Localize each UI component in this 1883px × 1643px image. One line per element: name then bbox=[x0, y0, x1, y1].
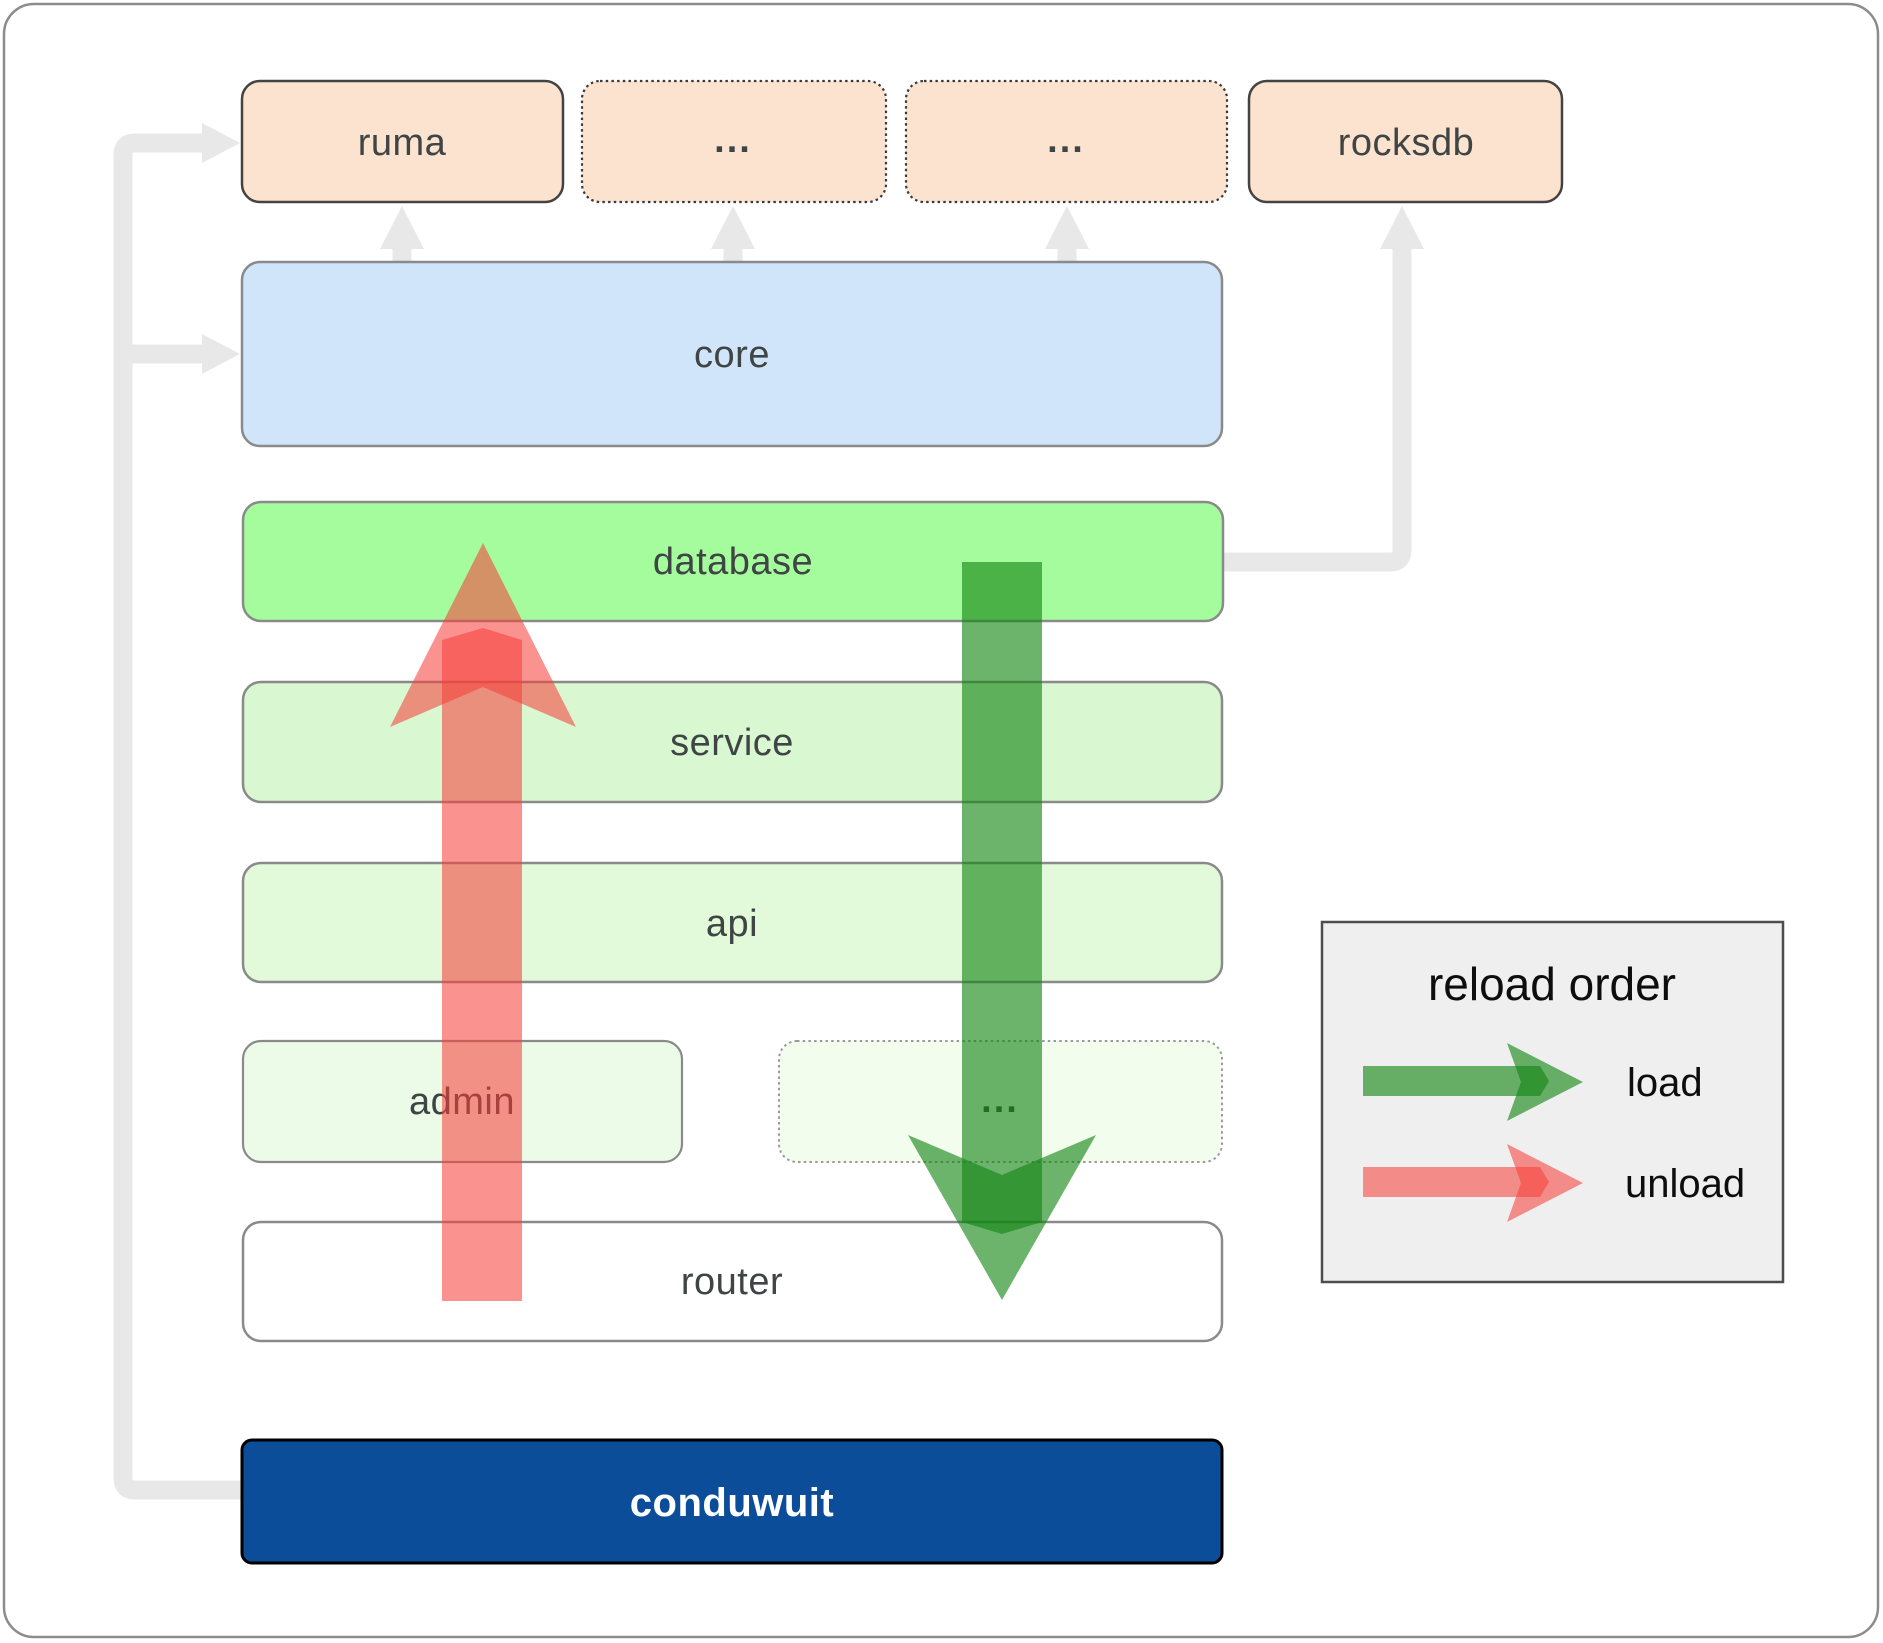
node-rocksdb bbox=[1247, 79, 1564, 204]
database-to-rocksdb-line bbox=[1223, 248, 1412, 572]
dependency-row: ruma ... ... rocksdb bbox=[240, 79, 1564, 204]
layer-stack: core database service api admin ... rout… bbox=[240, 260, 1225, 1565]
node-api-label: api bbox=[706, 903, 758, 945]
arrow-core-ruma-icon bbox=[380, 206, 424, 249]
legend-load-arrow-icon bbox=[1507, 1043, 1583, 1121]
legend-load-arrow-shaft bbox=[1363, 1066, 1549, 1096]
node-core bbox=[240, 260, 1224, 448]
node-core-label: core bbox=[694, 334, 770, 376]
node-router-label: router bbox=[681, 1261, 783, 1303]
load-arrow bbox=[908, 562, 1096, 1300]
unload-arrow bbox=[390, 543, 576, 1301]
arrow-core-dep-b-icon bbox=[1045, 206, 1089, 249]
legend-title: reload order bbox=[1428, 958, 1676, 1010]
unload-arrow-head-icon bbox=[390, 543, 576, 727]
legend-unload-label: unload bbox=[1625, 1162, 1745, 1206]
arrow-into-rocksdb-icon bbox=[1380, 206, 1424, 249]
legend-unload-arrow-shaft bbox=[1363, 1167, 1549, 1197]
node-ruma-label: ruma bbox=[358, 122, 447, 164]
node-ruma bbox=[240, 79, 565, 204]
unload-arrow-shaft bbox=[442, 628, 522, 1301]
node-dep-more-b-label: ... bbox=[1047, 119, 1085, 161]
gray-connectors bbox=[113, 123, 1424, 1500]
node-database-label: database bbox=[653, 541, 813, 583]
node-conduwuit-label: conduwuit bbox=[630, 1481, 834, 1525]
node-dep-more-a-label: ... bbox=[714, 119, 752, 161]
node-conduwuit bbox=[240, 1438, 1224, 1565]
node-dep-more-b bbox=[904, 79, 1229, 204]
arrow-into-ruma-icon bbox=[202, 123, 240, 163]
legend-unload-arrow-icon bbox=[1507, 1144, 1583, 1222]
legend-load-label: load bbox=[1627, 1061, 1703, 1105]
node-dep-more-a bbox=[580, 79, 888, 204]
load-arrow-head-icon bbox=[908, 1135, 1096, 1300]
node-rocksdb-label: rocksdb bbox=[1338, 122, 1475, 164]
node-service-label: service bbox=[670, 722, 794, 764]
legend: reload order load unload bbox=[1320, 920, 1785, 1284]
legend-box bbox=[1320, 920, 1785, 1284]
arrow-core-dep-a-icon bbox=[711, 206, 755, 249]
conduwuit-to-ruma-line bbox=[113, 133, 242, 1500]
load-arrow-shaft bbox=[962, 562, 1042, 1234]
arrow-into-core-icon bbox=[202, 334, 240, 374]
